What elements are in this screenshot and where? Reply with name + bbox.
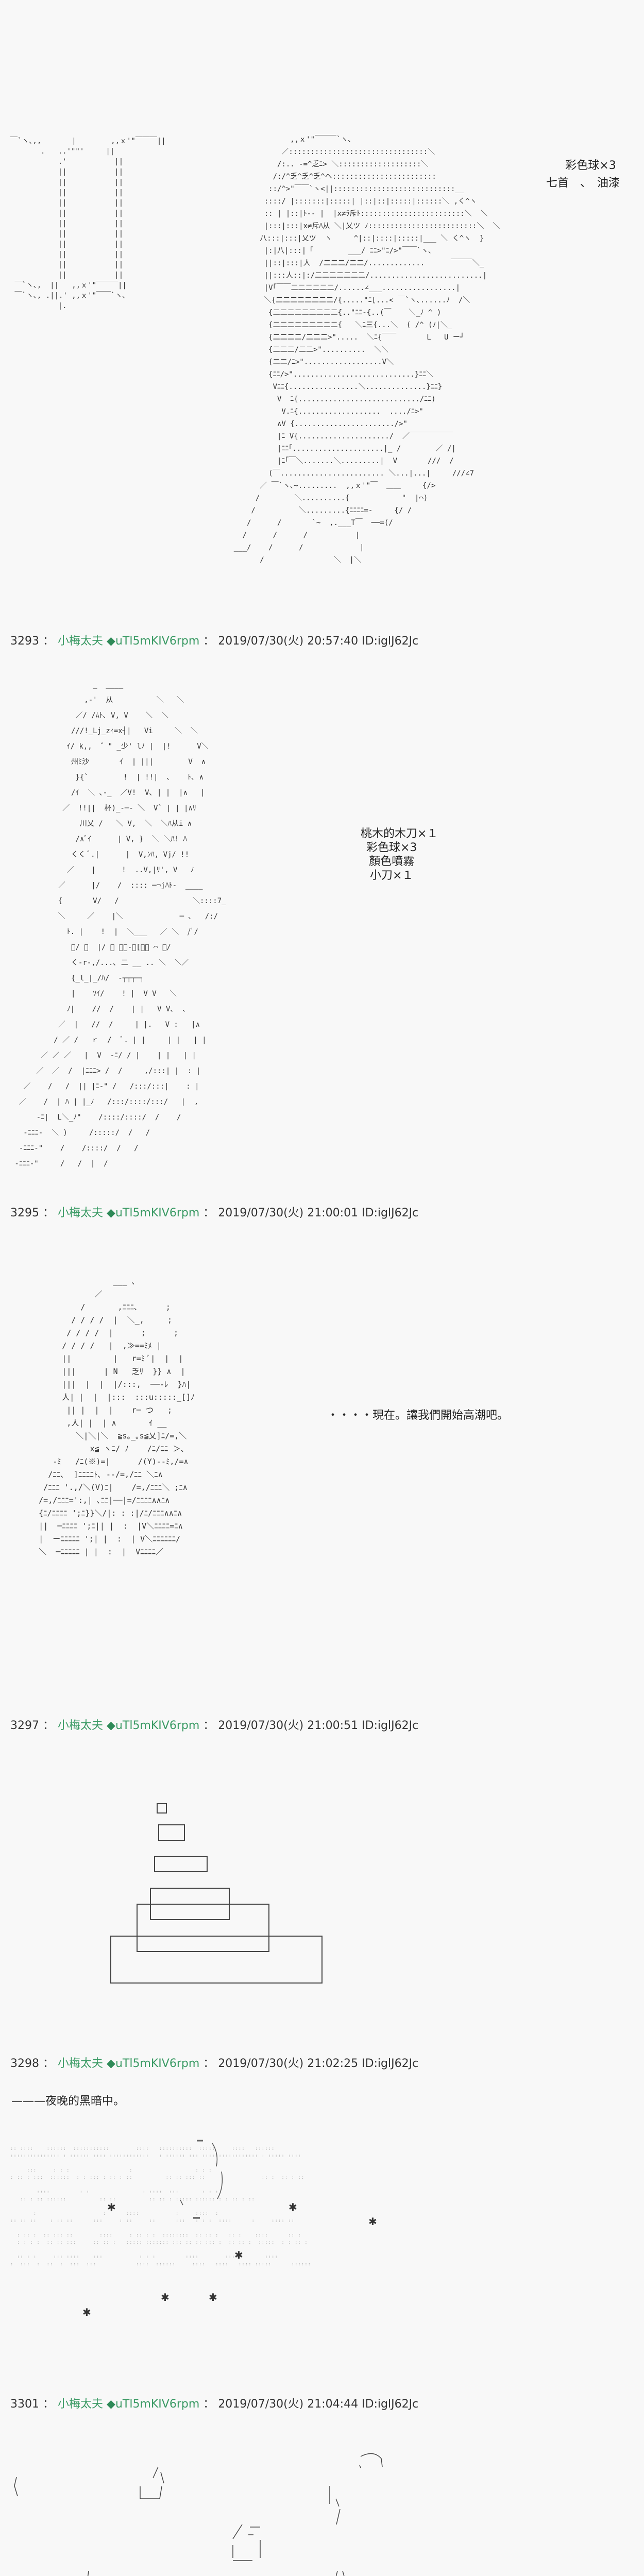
trip-diamond-icon: ◆ xyxy=(107,2398,115,2411)
separator: ： xyxy=(203,1207,215,1219)
poster-id[interactable]: ID:iglJ62Jc xyxy=(362,2057,419,2070)
separator: ： xyxy=(203,2057,215,2070)
box-shape xyxy=(110,1936,323,1984)
sparkle-icon: ✱ xyxy=(107,2201,116,2213)
ascii-art-left-frame: ￣`ヽ､,, | ,,ｘ'"￣￣￣|| . ..'""' || .' || ||… xyxy=(10,137,166,310)
post-header: 3301 ： 小梅太夫 ◆uTl5mKIV6rpm ： 2019/07/30(火… xyxy=(10,2397,418,2412)
item-list: 桃木的木刀×１ 彩色球×3 顏色噴霧 小刀×１ xyxy=(361,827,438,883)
trip-code: uTl5mKIV6rpm xyxy=(115,2057,200,2070)
separator: ： xyxy=(43,635,55,648)
sparkle-icon: ✱ xyxy=(82,2306,91,2318)
item-line: 彩色球×3 xyxy=(366,841,417,854)
separator: ： xyxy=(43,2057,55,2070)
post-date: 2019/07/30(火) 21:00:51 xyxy=(218,1719,359,1732)
dialogue-text: ・・・・現在。讓我們開始高潮吧。 xyxy=(327,1409,509,1422)
item-line: 顏色噴霧 xyxy=(369,855,415,868)
post-header: 3293 ： 小梅太夫 ◆uTl5mKIV6rpm ： 2019/07/30(火… xyxy=(10,634,418,649)
narration-text: ———夜晚的黑暗中。 xyxy=(11,2095,125,2108)
post-number[interactable]: 3293 xyxy=(10,635,39,648)
post-date: 2019/07/30(火) 21:02:25 xyxy=(218,2057,359,2070)
post-3301-body xyxy=(0,2421,644,2576)
poster-id[interactable]: ID:iglJ62Jc xyxy=(362,1719,419,1732)
post-3293-body: _ ____ ,-' 从 ＼ ＼ ／/ /ﾑﾄ､ V, V ＼ ＼ ///!_L… xyxy=(0,659,644,1195)
post-header: 3295 ： 小梅太夫 ◆uTl5mKIV6rpm ： 2019/07/30(火… xyxy=(10,1206,418,1221)
poster-name: 小梅太夫 xyxy=(58,1207,104,1219)
ascii-art-character: ,,ｘ'"￣￣￣`ヽ､ ／:::::::::::::::::::::::::::… xyxy=(233,135,500,564)
ascii-art-character: _ ____ ,-' 从 ＼ ＼ ／/ /ﾑﾄ､ V, V ＼ ＼ ///!_L… xyxy=(14,681,226,1168)
trip-code: uTl5mKIV6rpm xyxy=(115,635,200,648)
moon-outline-icon xyxy=(180,2140,223,2219)
separator: ： xyxy=(43,1719,55,1732)
item-line: 小刀×１ xyxy=(370,869,414,882)
sparkle-icon: ✱ xyxy=(161,2291,170,2303)
poster-name: 小梅太夫 xyxy=(58,2057,104,2070)
item-line: 七首 、 油漆 xyxy=(546,177,620,190)
poster-name: 小梅太夫 xyxy=(58,635,104,648)
item-line: 彩色球×3 xyxy=(565,159,616,172)
post-3298-body: ———夜晚的黑暗中。 :: :::: :::::: ::::::::::: ::… xyxy=(0,2092,644,2380)
sparkle-icon: ✱ xyxy=(234,2249,243,2261)
item-line: 桃木的木刀×１ xyxy=(361,827,438,840)
separator: ： xyxy=(43,2398,55,2411)
separator: ： xyxy=(203,1719,215,1732)
post-number[interactable]: 3295 xyxy=(10,1207,39,1219)
separator: ： xyxy=(203,635,215,648)
separator: ： xyxy=(43,1207,55,1219)
post-3293-art-panel: ￣`ヽ､,, | ,,ｘ'"￣￣￣|| . ..'""' || .' || ||… xyxy=(0,0,644,639)
post-3295-body: ___ ､ ／ / ,ﾆﾆﾆ､ ; / / / / | ＼_, ; / / / … xyxy=(0,1236,644,1710)
poster-name: 小梅太夫 xyxy=(58,1719,104,1732)
post-number[interactable]: 3298 xyxy=(10,2057,39,2070)
separator: ： xyxy=(203,2398,215,2411)
poster-id[interactable]: ID:iglJ62Jc xyxy=(362,2398,419,2411)
sparkle-icon: ✱ xyxy=(368,2215,377,2228)
sparkle-icon: ✱ xyxy=(209,2291,217,2303)
sparse-ascii-fragments xyxy=(14,2453,383,2576)
trip-diamond-icon: ◆ xyxy=(107,635,115,648)
box-shape xyxy=(154,1856,208,1872)
dotted-darkness-texture: :: :::: :::::: ::::::::::: :::: ::::::::… xyxy=(10,2146,312,2267)
trip-code: uTl5mKIV6rpm xyxy=(115,2398,200,2411)
poster-id[interactable]: ID:iglJ62Jc xyxy=(362,635,419,648)
post-number[interactable]: 3297 xyxy=(10,1719,39,1732)
box-shape xyxy=(158,1824,185,1841)
post-date: 2019/07/30(火) 21:04:44 xyxy=(218,2398,359,2411)
post-header: 3297 ： 小梅太夫 ◆uTl5mKIV6rpm ： 2019/07/30(火… xyxy=(10,1719,418,1733)
post-date: 2019/07/30(火) 21:00:01 xyxy=(218,1207,359,1219)
trip-diamond-icon: ◆ xyxy=(107,1207,115,1219)
box-shape xyxy=(137,1904,269,1952)
sparkle-icon: ✱ xyxy=(289,2201,297,2213)
ascii-art-character: ___ ､ ／ / ,ﾆﾆﾆ､ ; / / / / | ＼_, ; / / / … xyxy=(39,1277,195,1556)
trip-code: uTl5mKIV6rpm xyxy=(115,1719,200,1732)
post-3297-body xyxy=(0,1741,644,2030)
trip-code: uTl5mKIV6rpm xyxy=(115,1207,200,1219)
poster-id[interactable]: ID:iglJ62Jc xyxy=(362,1207,419,1219)
post-date: 2019/07/30(火) 20:57:40 xyxy=(218,635,359,648)
item-list: 彩色球×3 七首 、 油漆 xyxy=(546,157,620,192)
trip-diamond-icon: ◆ xyxy=(107,1719,115,1732)
post-number[interactable]: 3301 xyxy=(10,2398,39,2411)
poster-name: 小梅太夫 xyxy=(58,2398,104,2411)
post-header: 3298 ： 小梅太夫 ◆uTl5mKIV6rpm ： 2019/07/30(火… xyxy=(10,2057,418,2071)
box-shape xyxy=(157,1803,167,1814)
trip-diamond-icon: ◆ xyxy=(107,2057,115,2070)
